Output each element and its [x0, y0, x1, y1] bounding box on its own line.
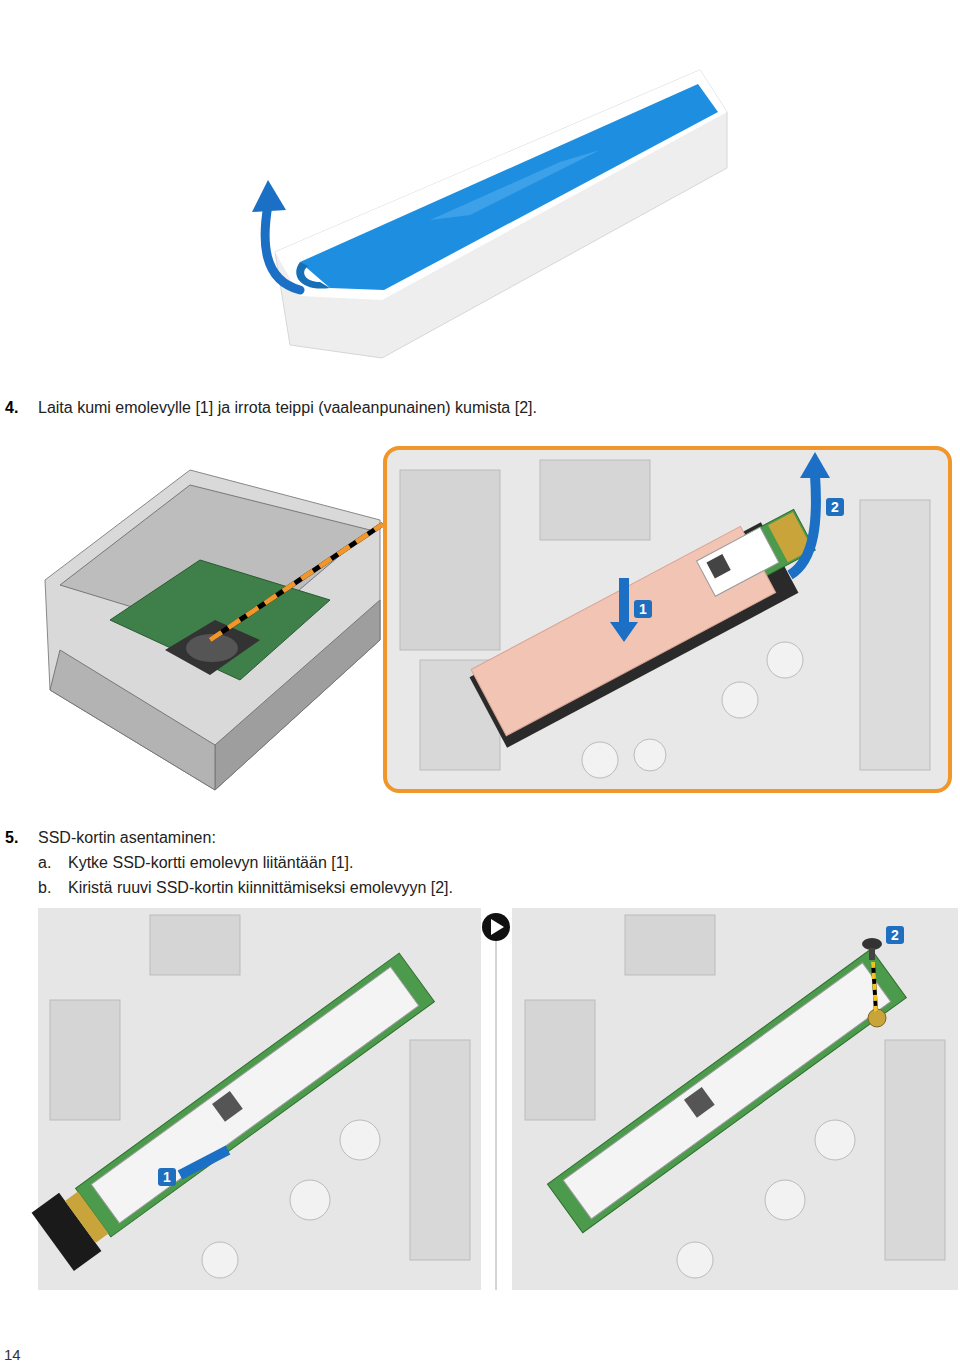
board-part [540, 460, 650, 540]
leader-line-dash [210, 524, 383, 640]
ssd-label [563, 963, 891, 1219]
detail-frame [385, 448, 950, 791]
motherboard [110, 560, 330, 680]
capacitor [722, 682, 758, 718]
next-step-icon [482, 913, 510, 941]
capacitor [677, 1242, 713, 1278]
chassis-side [50, 650, 215, 790]
callout-number: 2 [826, 498, 844, 516]
board-part [625, 915, 715, 975]
board-part [885, 1040, 945, 1260]
ssd-with-pad [467, 500, 830, 747]
screw-shank [869, 948, 875, 960]
peel-arrow [790, 475, 816, 575]
press-arrowhead [610, 622, 638, 642]
step-number: 4. [5, 398, 18, 418]
tape-curl [296, 262, 330, 289]
substep-letter: b. [38, 878, 51, 898]
board-part [860, 500, 930, 770]
play-triangle [491, 919, 504, 935]
qr-code [212, 1091, 243, 1122]
substep-text: Kiristä ruuvi SSD-kortin kiinnittämiseks… [68, 878, 453, 898]
peel-arrowhead [800, 452, 830, 478]
board-left [38, 908, 481, 1290]
foam-body [275, 70, 727, 358]
callout-number: 1 [634, 600, 652, 618]
ssd-label [697, 527, 779, 596]
board-part [400, 470, 500, 650]
capacitor [582, 742, 618, 778]
callout-number: 1 [158, 1168, 176, 1186]
screw-leader-dash [873, 962, 876, 1012]
computer-overview [45, 470, 383, 790]
capacitor [765, 1180, 805, 1220]
board-part [525, 1000, 595, 1120]
qr-code [706, 554, 730, 578]
capacitor [290, 1180, 330, 1220]
divider [496, 940, 497, 1290]
cpu-cooler [165, 620, 260, 675]
capacitor [202, 1242, 238, 1278]
peel-arrowhead [252, 180, 286, 212]
press-arrow [619, 578, 629, 625]
screw-leader [873, 962, 876, 1012]
install-panels [32, 908, 958, 1290]
blue-tape [300, 84, 718, 290]
step-number: 5. [5, 828, 18, 848]
page-number: 14 [4, 1345, 21, 1365]
tape-sheen [430, 150, 600, 220]
ssd-card-left [32, 948, 438, 1271]
substep-letter: a. [38, 853, 51, 873]
capacitor [340, 1120, 380, 1160]
chassis [45, 470, 380, 790]
board-part [50, 1000, 120, 1120]
rubber-base [470, 522, 799, 748]
capacitor [767, 642, 803, 678]
foam-top [275, 70, 727, 300]
peel-arrow [265, 205, 300, 290]
zoom-frame [385, 448, 950, 791]
step-text: SSD-kortin asentaminen: [38, 828, 216, 848]
insert-arrow [180, 1150, 228, 1175]
callout-number: 2 [886, 926, 904, 944]
ssd-board [547, 949, 906, 1233]
rubber-block [252, 70, 727, 358]
qr-code [684, 1087, 715, 1118]
substep-text: Kytke SSD-kortti emolevyn liitäntään [1]… [68, 853, 353, 873]
leader-line [210, 524, 383, 640]
board-part [410, 1040, 470, 1260]
chassis-front [215, 600, 380, 790]
board-right [512, 908, 958, 1290]
capacitor [634, 739, 666, 771]
step-text: Laita kumi emolevylle [1] ja irrota teip… [38, 398, 537, 418]
capacitor [815, 1120, 855, 1160]
ssd-label [91, 967, 419, 1223]
board-part [150, 915, 240, 975]
ssd-contacts [65, 1192, 109, 1243]
ssd-board [76, 953, 435, 1237]
ssd-card-right [547, 949, 906, 1233]
